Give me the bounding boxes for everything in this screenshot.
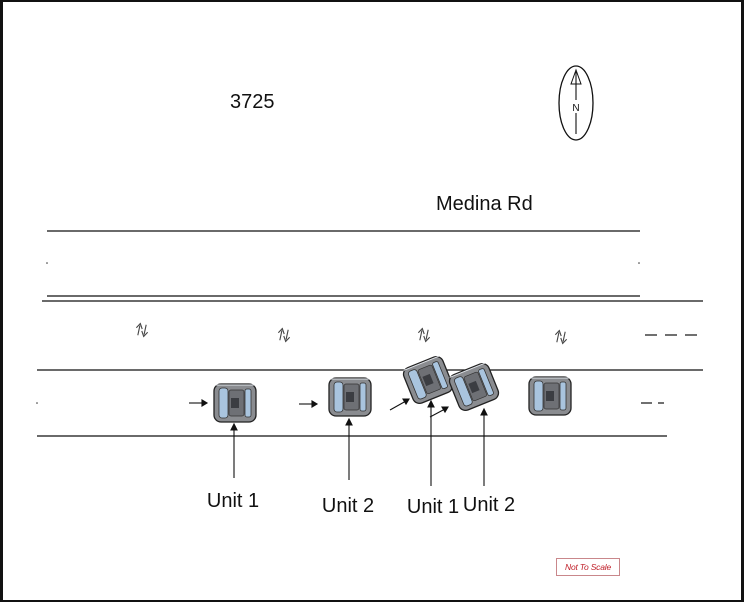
travel-arrows <box>189 398 449 418</box>
vehicle-unit-2-impact <box>446 360 502 414</box>
unit-label: Unit 2 <box>463 494 515 516</box>
unit-leader-lines <box>230 399 488 486</box>
road-name-label: Medina Rd <box>436 193 533 215</box>
not-to-scale-badge: Not To Scale <box>556 558 620 576</box>
north-label: N <box>572 103 579 114</box>
lane-direction-icon <box>276 327 292 343</box>
unit-label: Unit 1 <box>207 490 259 512</box>
lane-direction-icon <box>416 327 432 343</box>
lane-direction-icon <box>553 329 569 345</box>
unit-label: Unit 1 <box>407 496 459 518</box>
vehicle-unit-1-initial <box>213 383 257 423</box>
unit-label: Unit 2 <box>322 495 374 517</box>
road-lines <box>37 230 703 437</box>
north-arrow-icon: N <box>558 65 594 141</box>
vehicle-uninvolved <box>528 376 572 416</box>
vehicle-unit-1-impact <box>400 353 456 407</box>
lane-direction-icon <box>134 322 150 338</box>
case-number: 3725 <box>230 91 275 113</box>
vehicle-unit-2-initial <box>328 377 372 417</box>
